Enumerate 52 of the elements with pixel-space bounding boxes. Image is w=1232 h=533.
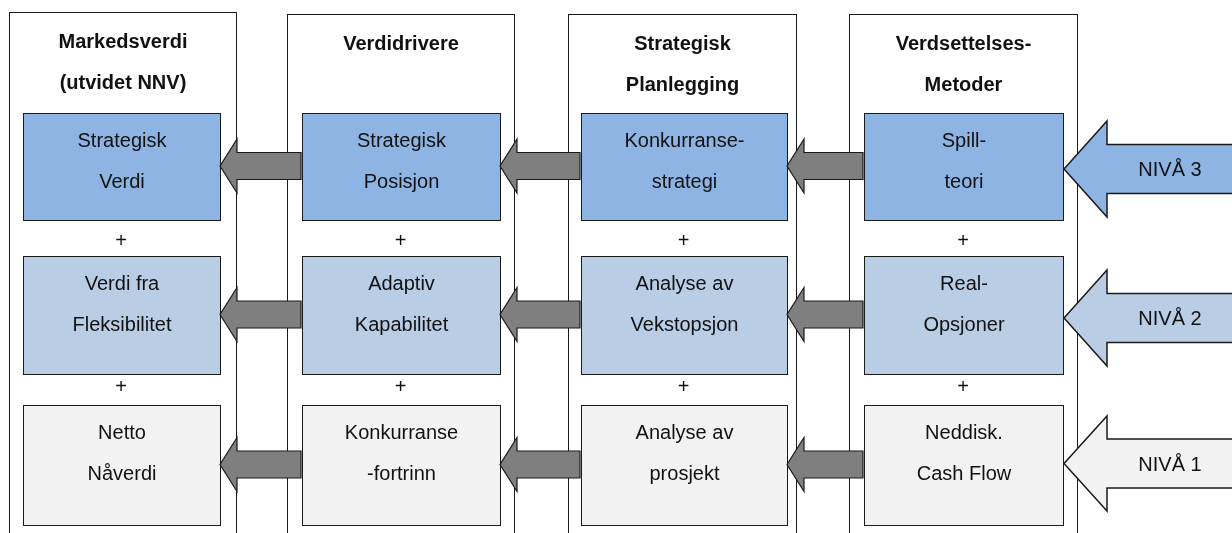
level-label: NIVÅ 1 bbox=[1137, 451, 1203, 476]
process-box bbox=[302, 113, 501, 221]
process-box bbox=[864, 405, 1064, 526]
box-text: Adaptiv Kapabilitet bbox=[353, 271, 450, 337]
block-arrow bbox=[786, 136, 864, 196]
box-text: Analyse av Vekstopsjon bbox=[629, 271, 740, 337]
box-text: Analyse av prosjekt bbox=[634, 420, 735, 486]
column-heading: Verdidrivere bbox=[342, 31, 460, 56]
box-text: Konkurranse -fortrinn bbox=[343, 420, 460, 486]
column-heading: Strategisk Planlegging bbox=[624, 31, 741, 97]
box-text: Spill- teori bbox=[940, 128, 988, 194]
column-panel bbox=[568, 14, 797, 533]
box-text: Strategisk Posisjon bbox=[356, 128, 447, 194]
level-label: NIVÅ 3 bbox=[1137, 157, 1203, 181]
box-text: Netto Nåverdi bbox=[86, 420, 158, 486]
block-arrow bbox=[219, 435, 302, 494]
process-box bbox=[302, 256, 501, 375]
box-text: Konkurranse- strategi bbox=[623, 128, 746, 194]
process-box bbox=[581, 405, 788, 526]
column-heading: Markedsverdi (utvidet NNV) bbox=[57, 29, 189, 95]
block-arrow bbox=[499, 435, 581, 494]
process-box bbox=[302, 405, 501, 526]
process-box bbox=[23, 405, 221, 526]
level-label: NIVÅ 2 bbox=[1137, 306, 1203, 330]
plus-sign: + bbox=[393, 230, 408, 250]
column-panel bbox=[9, 12, 237, 533]
process-box bbox=[23, 256, 221, 375]
plus-sign: + bbox=[956, 230, 970, 250]
process-box bbox=[581, 113, 788, 221]
process-box bbox=[23, 113, 221, 221]
process-box bbox=[581, 256, 788, 375]
plus-sign: + bbox=[393, 376, 408, 396]
block-arrow bbox=[786, 285, 864, 344]
box-text: Neddisk. Cash Flow bbox=[915, 420, 1013, 486]
column-heading: Verdsettelses- Metoder bbox=[894, 31, 1033, 97]
column-panel bbox=[849, 14, 1078, 533]
column-panel bbox=[287, 14, 515, 533]
box-text: Real- Opsjoner bbox=[922, 271, 1006, 337]
box-text: Verdi fra Fleksibilitet bbox=[71, 271, 173, 337]
block-arrow bbox=[786, 435, 864, 494]
plus-sign: + bbox=[956, 376, 970, 396]
box-text: Strategisk Verdi bbox=[76, 128, 168, 194]
block-arrow bbox=[219, 136, 302, 196]
process-box bbox=[864, 256, 1064, 375]
block-arrow bbox=[219, 285, 302, 344]
plus-sign: + bbox=[676, 376, 691, 396]
plus-sign: + bbox=[114, 376, 128, 396]
process-box bbox=[864, 113, 1064, 221]
block-arrow bbox=[499, 285, 581, 344]
plus-sign: + bbox=[114, 230, 128, 250]
block-arrow bbox=[499, 136, 581, 196]
plus-sign: + bbox=[676, 230, 691, 250]
